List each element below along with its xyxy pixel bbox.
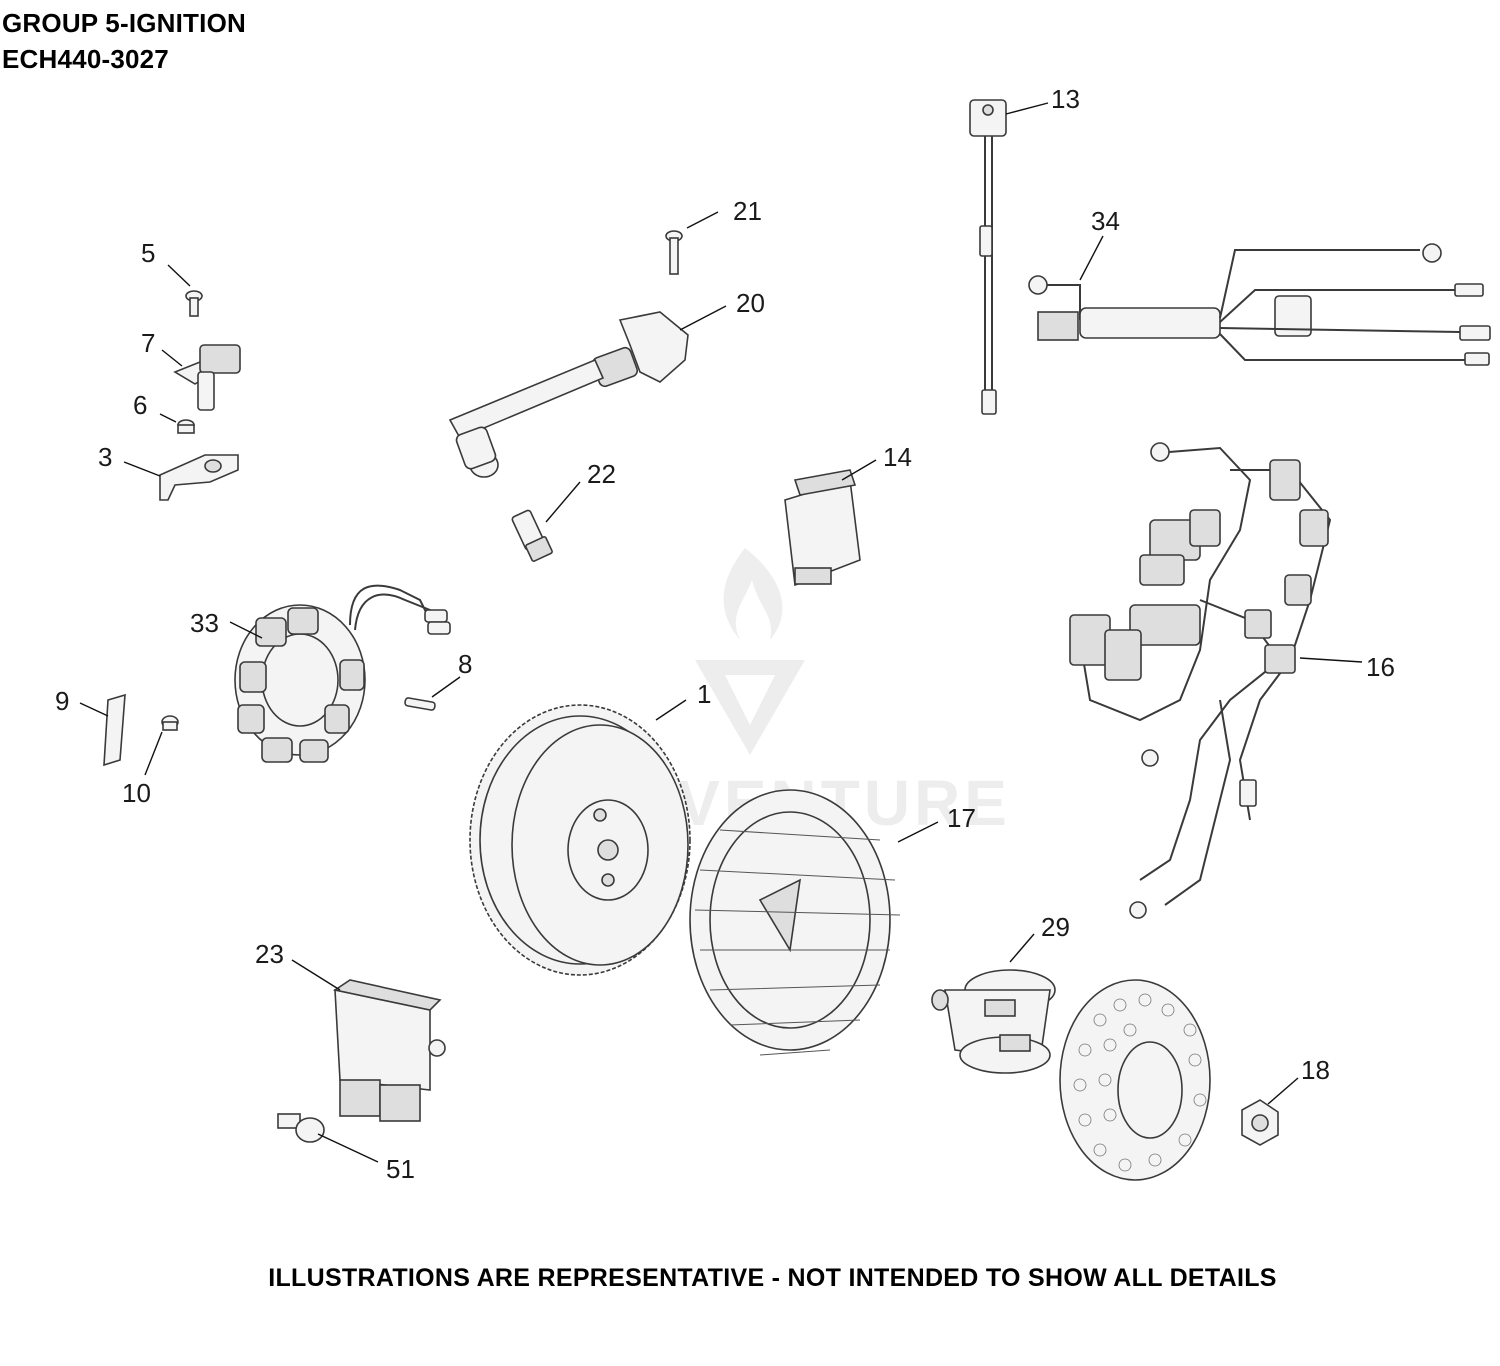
part-5-bolt	[185, 290, 203, 317]
callout-3: 3	[98, 442, 112, 472]
callout-51: 51	[386, 1154, 415, 1184]
part-23-control-module	[332, 979, 446, 1122]
callout-labels: 5 7 6 3 21 20 22 14 13 34 16 33 8 9 10 1…	[55, 84, 1395, 1184]
part-13-wire-lead	[969, 99, 1007, 415]
callout-34: 34	[1091, 206, 1120, 236]
callout-20: 20	[736, 288, 765, 318]
part-33-stator	[234, 584, 451, 763]
callout-14: 14	[883, 442, 912, 472]
part-20-ignition-coil	[448, 311, 689, 478]
callout-1: 1	[697, 679, 711, 709]
part-21-bolt	[665, 230, 683, 275]
callout-10: 10	[122, 778, 151, 808]
callout-21: 21	[733, 196, 762, 226]
callout-18: 18	[1301, 1055, 1330, 1085]
callout-6: 6	[133, 390, 147, 420]
fan-screen	[1059, 979, 1211, 1181]
callout-17: 17	[947, 803, 976, 833]
callout-33: 33	[190, 608, 219, 638]
callout-5: 5	[141, 238, 155, 268]
callout-9: 9	[55, 686, 69, 716]
part-34-harness	[1028, 243, 1491, 366]
part-1-flywheel	[469, 704, 691, 976]
callout-7: 7	[141, 328, 155, 358]
part-51-clamp	[277, 1113, 325, 1143]
part-22-spark-plug	[511, 509, 553, 562]
part-9-clip	[103, 693, 126, 767]
callout-23: 23	[255, 939, 284, 969]
part-16-main-harness	[1069, 442, 1332, 919]
model-number: ECH440-3027	[2, 44, 169, 74]
callout-8: 8	[458, 649, 472, 679]
leader-lines	[79, 102, 1363, 1163]
part-7-sensor	[173, 344, 241, 411]
part-29-sleeve	[931, 969, 1056, 1074]
part-14-regulator	[784, 469, 861, 587]
part-10-screw	[161, 715, 179, 731]
part-8-pin	[404, 697, 436, 711]
callout-13: 13	[1051, 84, 1080, 114]
part-6-spacer	[177, 419, 195, 434]
callout-22: 22	[587, 459, 616, 489]
part-3-bracket	[159, 454, 239, 501]
part-17-cooling-fan	[689, 789, 901, 1056]
part-18-flange-nut	[1241, 1099, 1279, 1146]
disclaimer-footer: ILLUSTRATIONS ARE REPRESENTATIVE - NOT I…	[268, 1264, 1277, 1292]
callout-29: 29	[1041, 912, 1070, 942]
group-title: GROUP 5-IGNITION	[2, 8, 246, 38]
callout-16: 16	[1366, 652, 1395, 682]
